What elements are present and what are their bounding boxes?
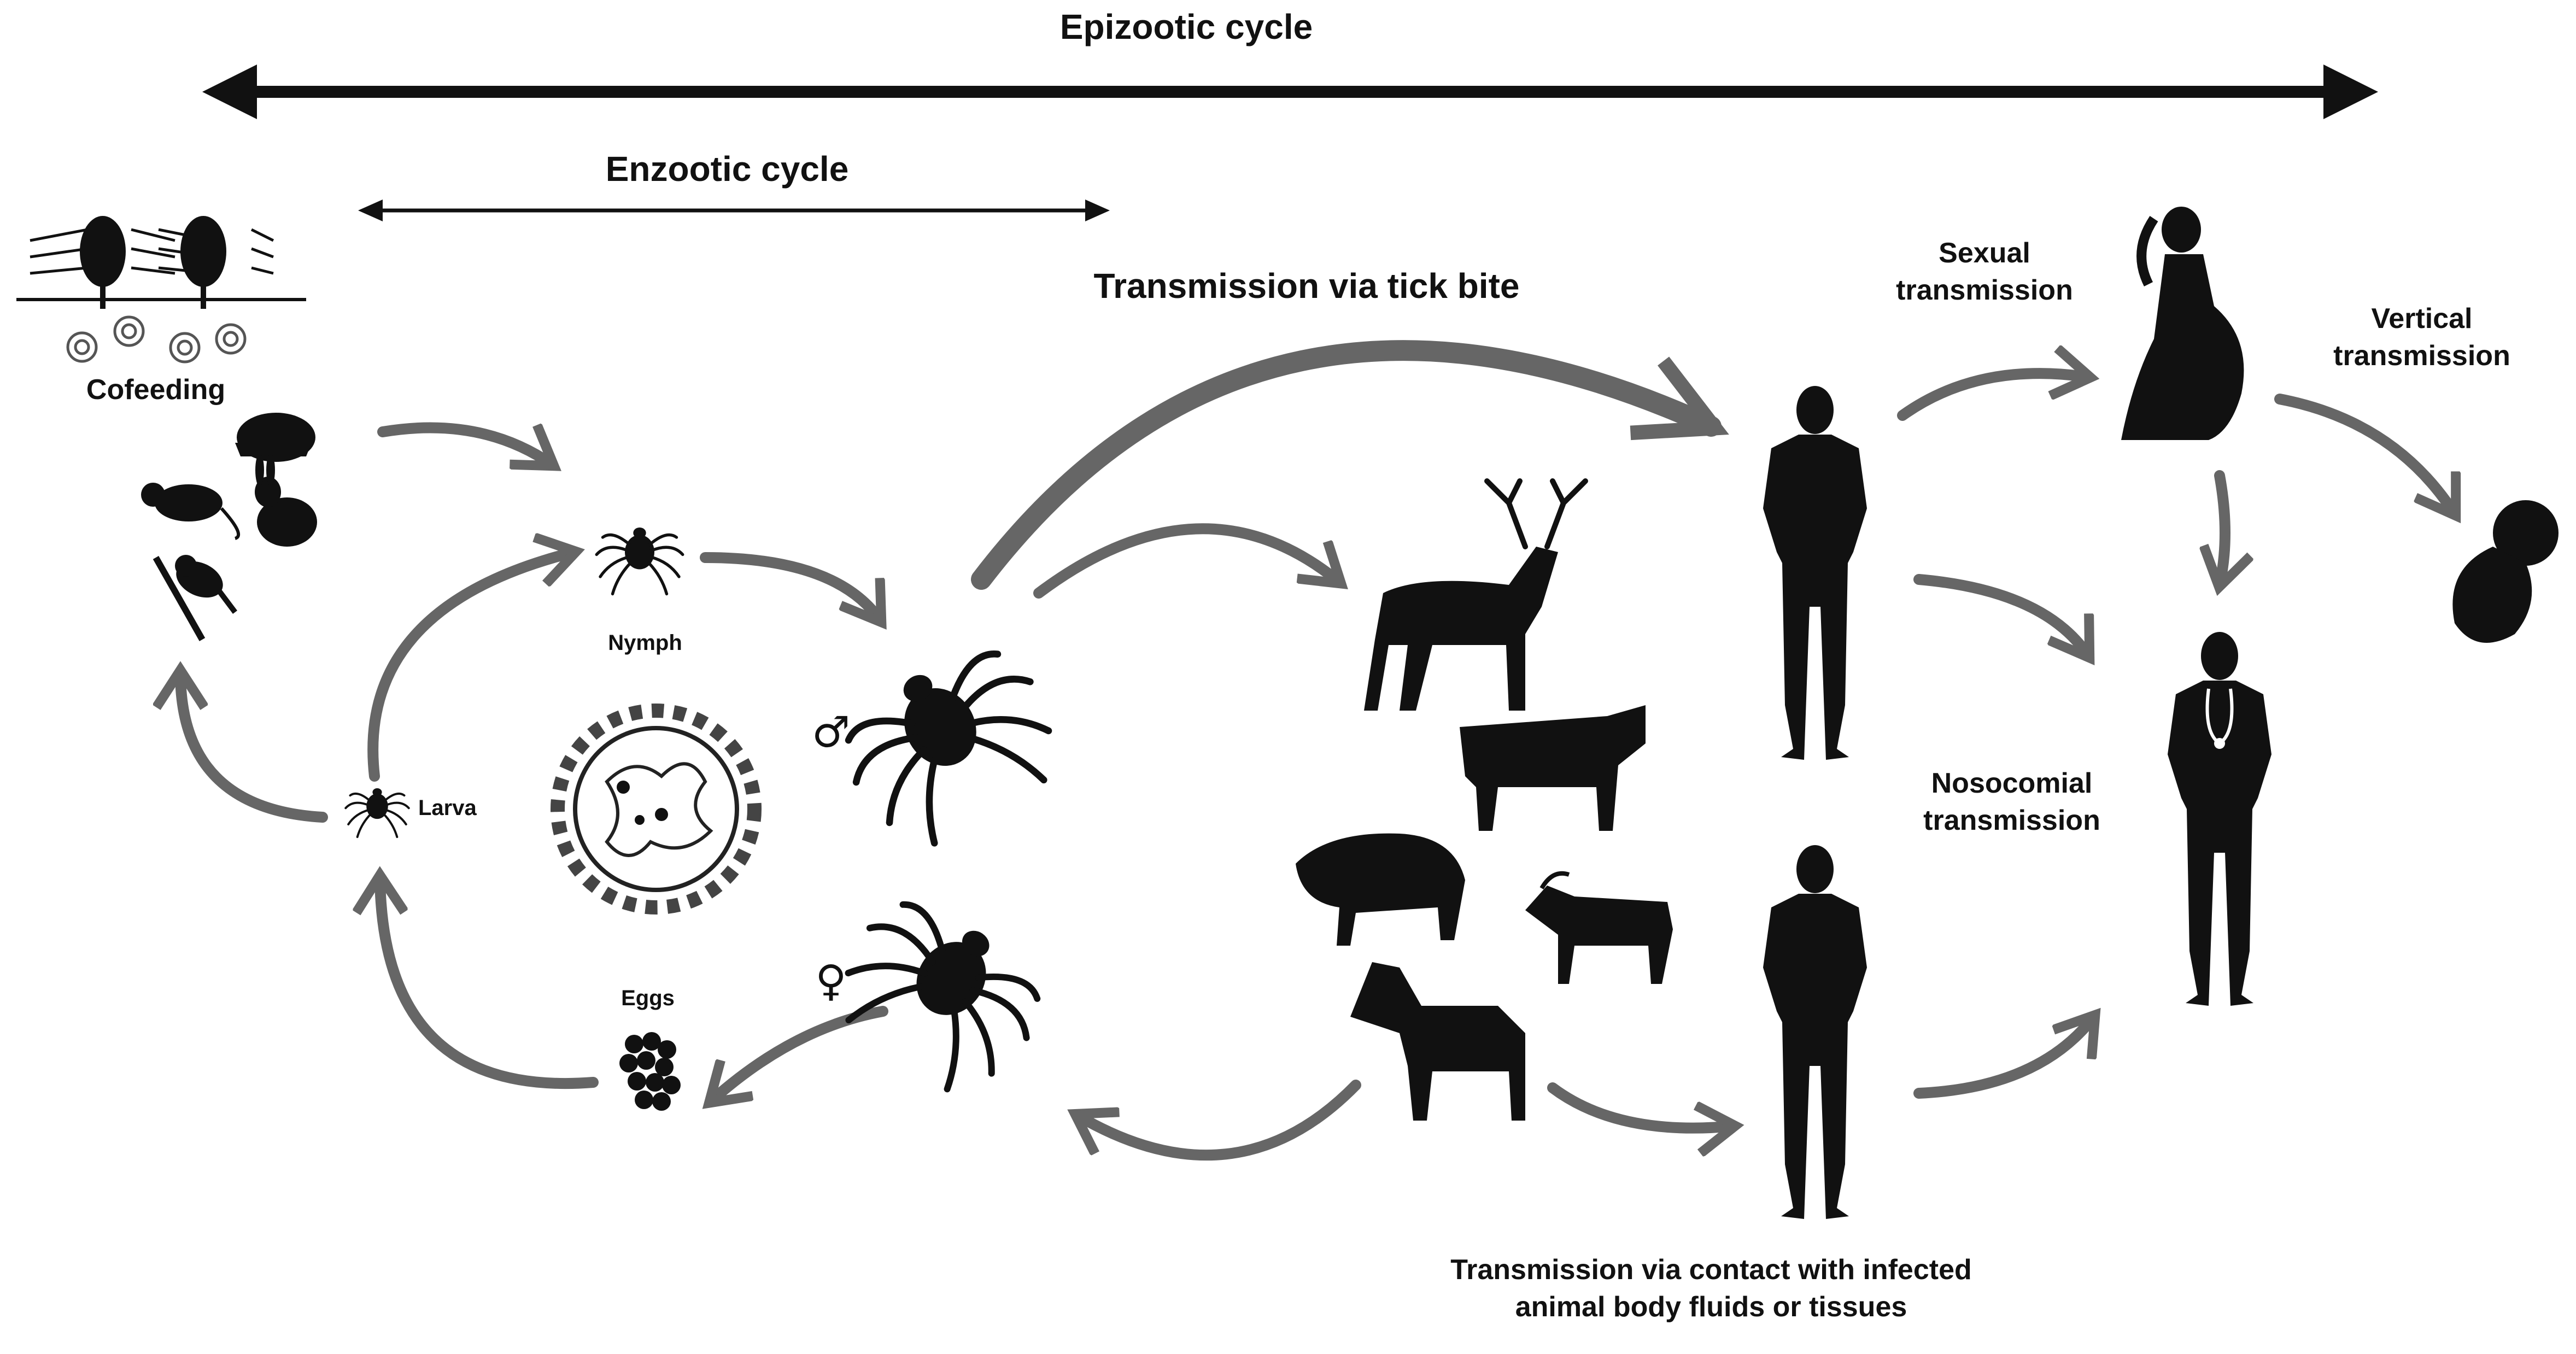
- arrow-nymph-to-adult: [700, 552, 880, 620]
- nymph-tick-icon: [596, 527, 683, 594]
- horse-icon: [1350, 962, 1525, 1121]
- nosocomial-transmission-line2: transmission: [1923, 804, 2100, 836]
- male-tick-icon: [824, 627, 1076, 861]
- vertical-transmission-line2: transmission: [2333, 339, 2510, 372]
- vertical-transmission-label: Vertical transmission: [2269, 301, 2575, 374]
- boar-icon: [1296, 833, 1465, 946]
- arrow-person2-to-doctor: [1913, 1017, 2094, 1099]
- female-tick-icon: [819, 879, 1061, 1110]
- arrow-larva-to-nymph: [367, 552, 574, 782]
- larva-tick-icon: [344, 787, 410, 839]
- larva-label: Larva: [418, 796, 477, 820]
- person-contact-icon: [1763, 845, 1867, 1219]
- epizootic-cycle-title: Epizootic cycle: [1059, 7, 1313, 46]
- contact-transmission-line2: animal body fluids or tissues: [1515, 1291, 1907, 1323]
- epizootic-arrow: [202, 65, 2378, 119]
- eggs-label: Eggs: [621, 986, 675, 1010]
- arrow-vertical-transmission: [2274, 394, 2455, 514]
- nymph-label: Nymph: [608, 631, 682, 655]
- enzootic-cycle-title: Enzootic cycle: [605, 149, 849, 189]
- female-symbol: ♀: [815, 957, 847, 1006]
- person-tick-bite-icon: [1763, 386, 1867, 760]
- fetus-icon: [2452, 500, 2559, 643]
- nosocomial-transmission-label: Nosocomial transmission: [1842, 765, 2181, 839]
- mouse-icon: [141, 483, 241, 540]
- cofeeding-label: Cofeeding: [86, 374, 226, 406]
- cofeeding-illustration: [16, 216, 306, 364]
- doctor-icon: [2168, 632, 2271, 1006]
- arrow-larva-to-hosts: [180, 672, 328, 823]
- enzootic-arrow: [358, 200, 1110, 221]
- rabbit-icon: [255, 454, 317, 547]
- goat-icon: [1525, 871, 1673, 984]
- sexual-transmission-line2: transmission: [1896, 274, 2073, 306]
- contact-transmission-line1: Transmission via contact with infected: [1450, 1254, 1972, 1286]
- deer-icon: [1364, 478, 1588, 711]
- sexual-transmission-label: Sexual transmission: [1815, 235, 2154, 309]
- arrow-pregnant-to-doctor: [2220, 470, 2225, 585]
- eggs-icon: [619, 1032, 681, 1111]
- contact-transmission-label: Transmission via contact with infected a…: [1356, 1252, 2066, 1326]
- arrow-sexual-transmission: [1897, 373, 2088, 421]
- hedgehog-icon: [235, 413, 315, 462]
- arrow-eggs-to-larva: [380, 877, 599, 1089]
- arrow-animals-to-person: [1547, 1082, 1733, 1128]
- nosocomial-transmission-line1: Nosocomial: [1931, 767, 2093, 799]
- tick-bite-label: Transmission via tick bite: [1093, 266, 1520, 306]
- tick-bite-arrow: [971, 340, 1729, 590]
- arrow-adult-to-wildlife: [1033, 523, 1339, 599]
- sexual-transmission-line1: Sexual: [1939, 237, 2030, 269]
- male-symbol: ♂: [812, 708, 850, 757]
- pregnant-woman-icon: [2121, 207, 2244, 440]
- virus-particle-icon: [551, 704, 762, 915]
- cow-icon: [1460, 705, 1646, 831]
- arrow-person-to-doctor: [1913, 574, 2088, 656]
- arrow-hosts-to-nymph: [377, 422, 552, 465]
- bird-icon: [153, 555, 237, 641]
- arrow-female-to-eggs: [711, 1006, 888, 1101]
- arrow-livestock-to-tick: [1077, 1080, 1361, 1161]
- vertical-transmission-line1: Vertical: [2371, 303, 2473, 335]
